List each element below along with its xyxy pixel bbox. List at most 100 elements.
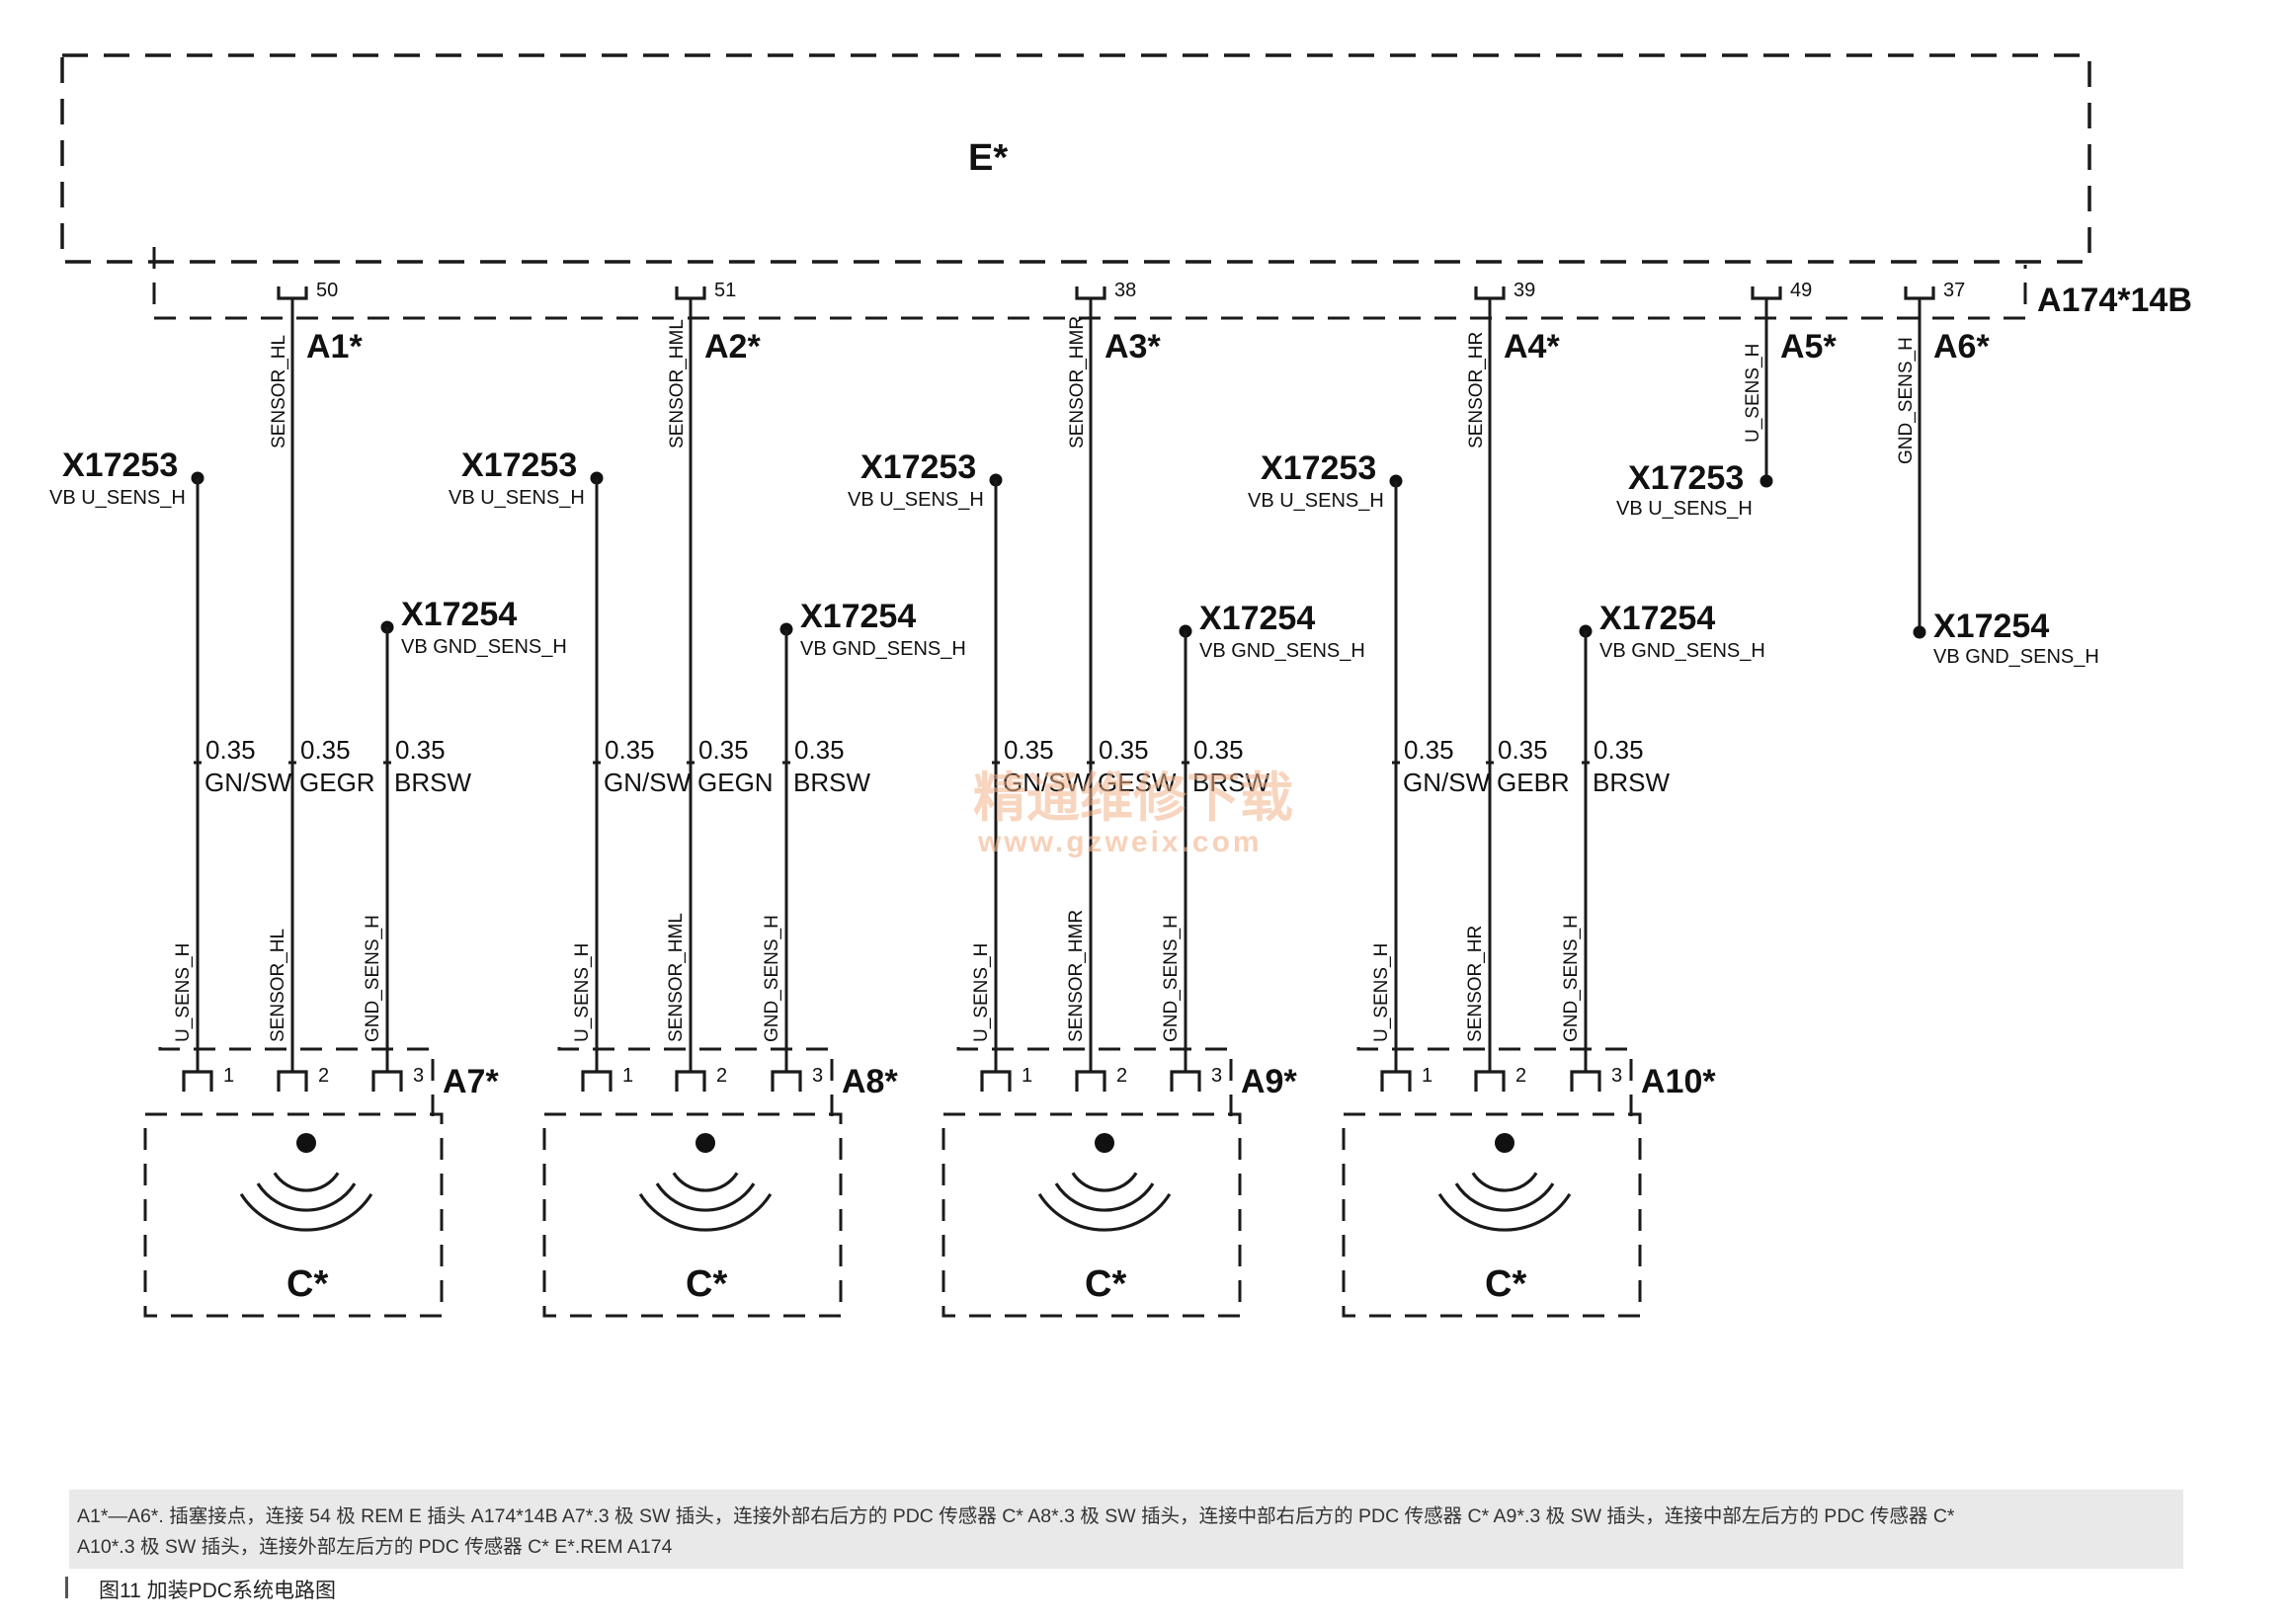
sensor-pin-bracket [1474, 1070, 1506, 1092]
wire-signal-label: GND_SENS_H [1896, 337, 1917, 464]
splice-u-label: X17253 [1261, 449, 1376, 487]
pin-bracket [1075, 286, 1106, 300]
pin-number: 1 [622, 1065, 633, 1087]
sensor-connector-label: A7* [443, 1063, 499, 1100]
sensor-connector-outline [1356, 1047, 1633, 1116]
figure-title: 图11 加装PDC系统电路图 [99, 1580, 336, 1602]
wire-signal-label: SENSOR_HR [1465, 926, 1486, 1042]
ultrasonic-wave-icon [1454, 1182, 1555, 1212]
pin-number: 2 [1116, 1065, 1127, 1087]
splice-u-dot [1759, 474, 1773, 488]
sensor-connector-label: A9* [1241, 1063, 1297, 1100]
pin-number: 3 [1611, 1065, 1622, 1087]
wire-color-label: BRSW [394, 768, 471, 797]
wire-color-label: GN/SW [1003, 768, 1091, 797]
sensor-connector-outline [158, 1047, 435, 1116]
wire-signal-label: GND_SENS_H [762, 915, 782, 1042]
pin-number: 51 [714, 280, 736, 301]
pin-number: 37 [1943, 280, 1965, 301]
ultrasonic-wave-icon [672, 1172, 739, 1192]
splice-gnd-dot [1913, 625, 1926, 639]
pin-id-label: A3* [1105, 328, 1161, 365]
wire-color-label: GN/SW [604, 768, 692, 797]
wire-signal-label: SENSOR_HL [269, 335, 289, 448]
pin-number: 39 [1514, 280, 1535, 301]
wire-signal-label: U_SENS_H [572, 943, 593, 1042]
wire-gauge-label: 0.35 [1193, 735, 1244, 765]
ultrasonic-wave-icon [638, 1192, 773, 1232]
pin-bracket [1751, 286, 1782, 300]
sensor-pin-bracket [371, 1070, 403, 1092]
caption-line-1: A1*—A6*. 插塞接点，连接 54 极 REM E 插头 A174*14B … [77, 1505, 1955, 1527]
sensor-pin-bracket [675, 1070, 706, 1092]
sensor-pin-bracket [1380, 1070, 1412, 1092]
caption-line-2: A10*.3 极 SW 插头，连接外部左后方的 PDC 传感器 C* E*.RE… [77, 1536, 673, 1558]
wire-gauge-label: 0.35 [205, 735, 256, 765]
ultrasonic-wave-icon [239, 1192, 373, 1232]
pin-number: 2 [716, 1065, 727, 1087]
ultrasonic-wave-icon [1054, 1182, 1155, 1212]
sensor-connector-outline [956, 1047, 1233, 1116]
splice-u-label: X17253 [1628, 459, 1744, 497]
sensor-pin-bracket [1170, 1070, 1201, 1092]
wire-signal-label: GND_SENS_H [1161, 915, 1182, 1042]
wire-signal-label: U_SENS_H [971, 943, 992, 1042]
wire-color-label: GEGN [697, 768, 774, 797]
splice-u-label: X17253 [461, 447, 577, 484]
splice-gnd-label: X17254 [1199, 600, 1315, 637]
pin-bracket [1474, 286, 1506, 300]
wire-gauge-label: 0.35 [794, 735, 845, 765]
sensor-pin-bracket [980, 1070, 1012, 1092]
splice-u-sublabel: VB U_SENS_H [1616, 498, 1753, 520]
module-e-box [60, 53, 2091, 264]
ultrasonic-wave-icon [256, 1182, 357, 1212]
wire-gauge-label: 0.35 [1004, 735, 1054, 765]
sensor-box [542, 1112, 843, 1318]
splice-gnd-label: X17254 [800, 598, 916, 635]
wire-gauge-label: 0.35 [300, 735, 351, 765]
connector-a174-label: A174*14B [2037, 282, 2192, 319]
sensor-connector-label: A8* [842, 1063, 898, 1100]
splice-u-sublabel: VB U_SENS_H [49, 487, 186, 509]
wire-color-label: BRSW [1192, 768, 1269, 797]
splice-u-label: X17253 [860, 448, 976, 486]
pin-id-label: A1* [306, 328, 363, 365]
ultrasonic-wave-icon [273, 1172, 340, 1192]
wire-gauge-label: 0.35 [605, 735, 655, 765]
wire-signal-label: U_SENS_H [1743, 344, 1763, 443]
ultrasonic-emitter-icon [296, 1133, 316, 1153]
pin-id-label: A6* [1933, 328, 1990, 365]
pin-number: 2 [318, 1065, 329, 1087]
sensor-label: C* [1485, 1263, 1526, 1305]
sensor-label: C* [686, 1263, 727, 1305]
watermark-text: 精通维修下载 [973, 769, 1293, 828]
sensor-pin-bracket [277, 1070, 308, 1092]
splice-u-label: X17253 [62, 447, 178, 484]
sensor-pin-bracket [182, 1070, 213, 1092]
ultrasonic-emitter-icon [1095, 1133, 1114, 1153]
wire-gauge-label: 0.35 [1594, 735, 1644, 765]
ultrasonic-emitter-icon [695, 1133, 715, 1153]
sensor-box [941, 1112, 1242, 1318]
wire-color-label: GEGR [299, 768, 375, 797]
pin-number: 3 [413, 1065, 424, 1087]
sensor-pin-bracket [771, 1070, 802, 1092]
sensor-label: C* [1085, 1263, 1126, 1305]
pin-number: 3 [1211, 1065, 1222, 1087]
figure-marker [65, 1577, 68, 1598]
pin-id-label: A4* [1504, 328, 1560, 365]
pin-bracket [1904, 286, 1935, 300]
wire-signal-label: SENSOR_HML [666, 913, 687, 1042]
wire-gauge-label: 0.35 [1404, 735, 1454, 765]
